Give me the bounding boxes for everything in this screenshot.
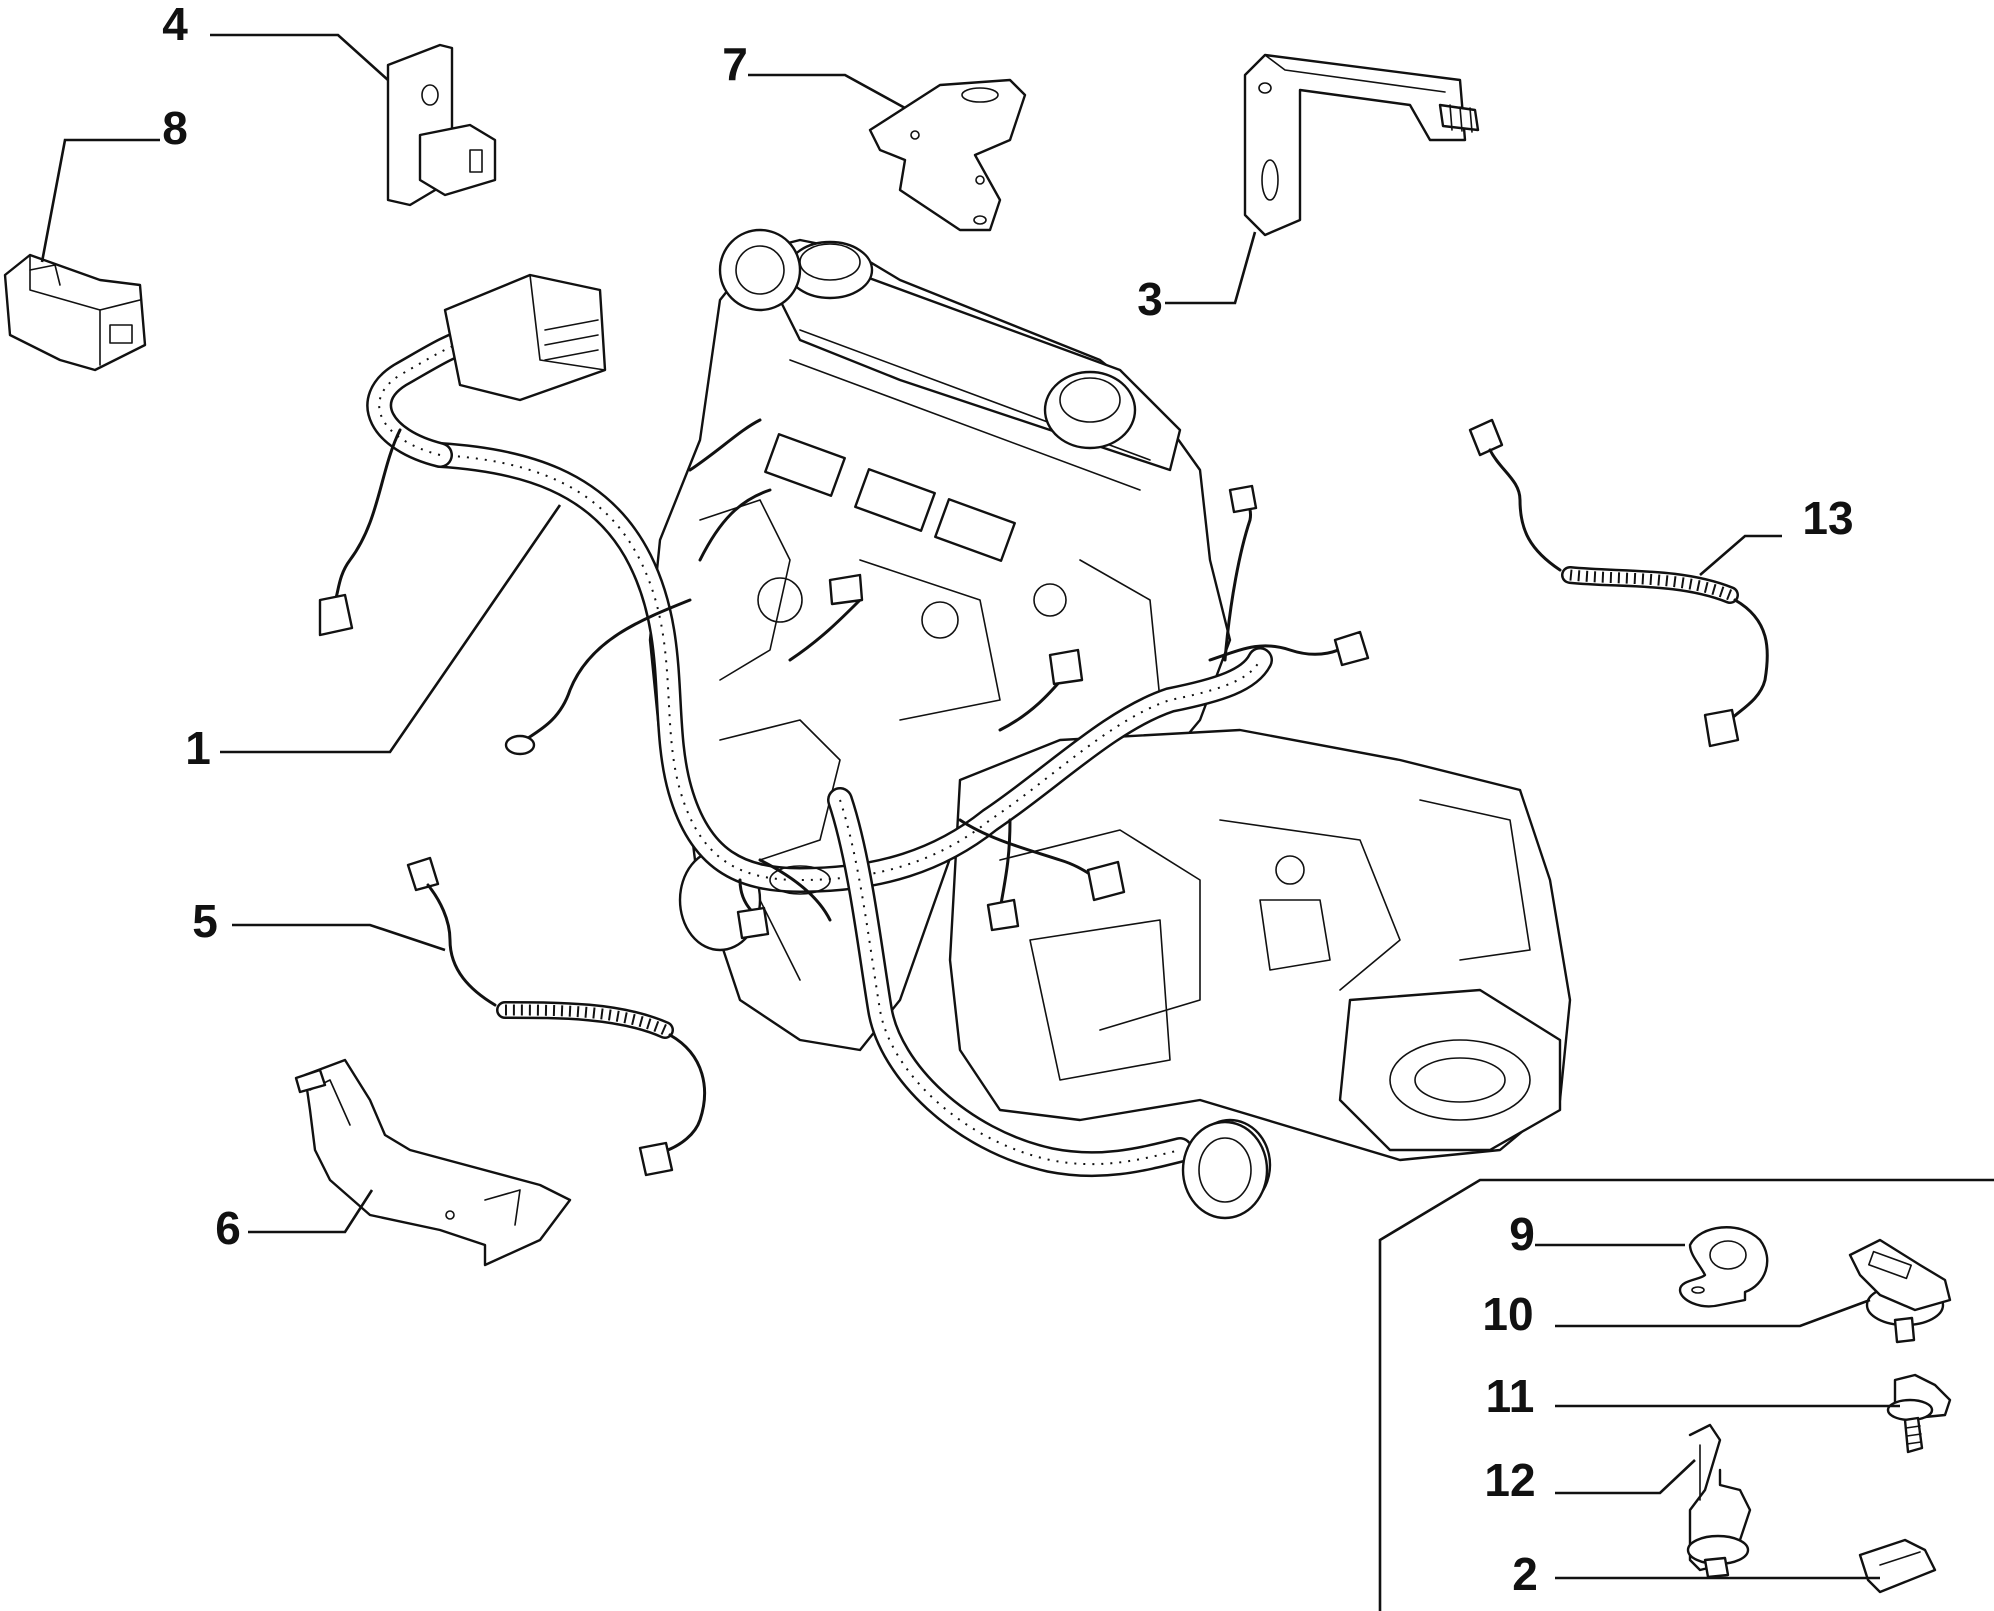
callout-9: 9: [1509, 1208, 1535, 1260]
callout-7: 7: [722, 38, 748, 90]
leader-8: [40, 138, 160, 263]
callout-13: 13: [1802, 492, 1853, 544]
leader-lines: [40, 33, 1900, 1580]
leader-10: [1555, 1298, 1871, 1328]
small-parts-panel: [1378, 1178, 1994, 1611]
bracket-3: [1243, 53, 1480, 237]
leader-1: [220, 504, 562, 754]
bracket-6: [294, 1058, 572, 1267]
callout-8: 8: [162, 102, 188, 154]
callout-6: 6: [215, 1202, 241, 1254]
clip-2: [1858, 1538, 1937, 1594]
plate-7: [868, 78, 1027, 232]
callout-1: 1: [185, 722, 211, 774]
sensor-wire-13: [1468, 418, 1769, 748]
callout-labels: 1 2 3 4 5 6 7 8 9 10 11 12 13: [162, 0, 1853, 1600]
callout-11: 11: [1486, 1370, 1535, 1422]
sensor-wire-5: [406, 856, 707, 1177]
callout-5: 5: [192, 895, 218, 947]
leader-13: [1699, 534, 1782, 576]
leader-7: [748, 73, 906, 110]
callout-4: 4: [162, 0, 188, 50]
clip-9: [1678, 1226, 1769, 1308]
callout-3: 3: [1137, 273, 1163, 325]
callout-12: 12: [1484, 1454, 1535, 1506]
leader-4: [210, 33, 389, 81]
leader-6: [248, 1189, 374, 1234]
leader-12: [1555, 1459, 1696, 1495]
clip-12: [1686, 1423, 1752, 1579]
engine-wiring-harness: [318, 273, 1370, 1220]
rivet-11: [1886, 1373, 1952, 1454]
connector-bracket-4: [386, 43, 497, 207]
leader-5: [232, 923, 446, 952]
connector-8: [3, 253, 147, 372]
leader-3: [1165, 231, 1257, 305]
clip-10: [1848, 1238, 1952, 1344]
callout-10: 10: [1482, 1288, 1533, 1340]
callout-2: 2: [1512, 1548, 1538, 1600]
engine-gearbox-assembly: [648, 228, 1572, 1212]
